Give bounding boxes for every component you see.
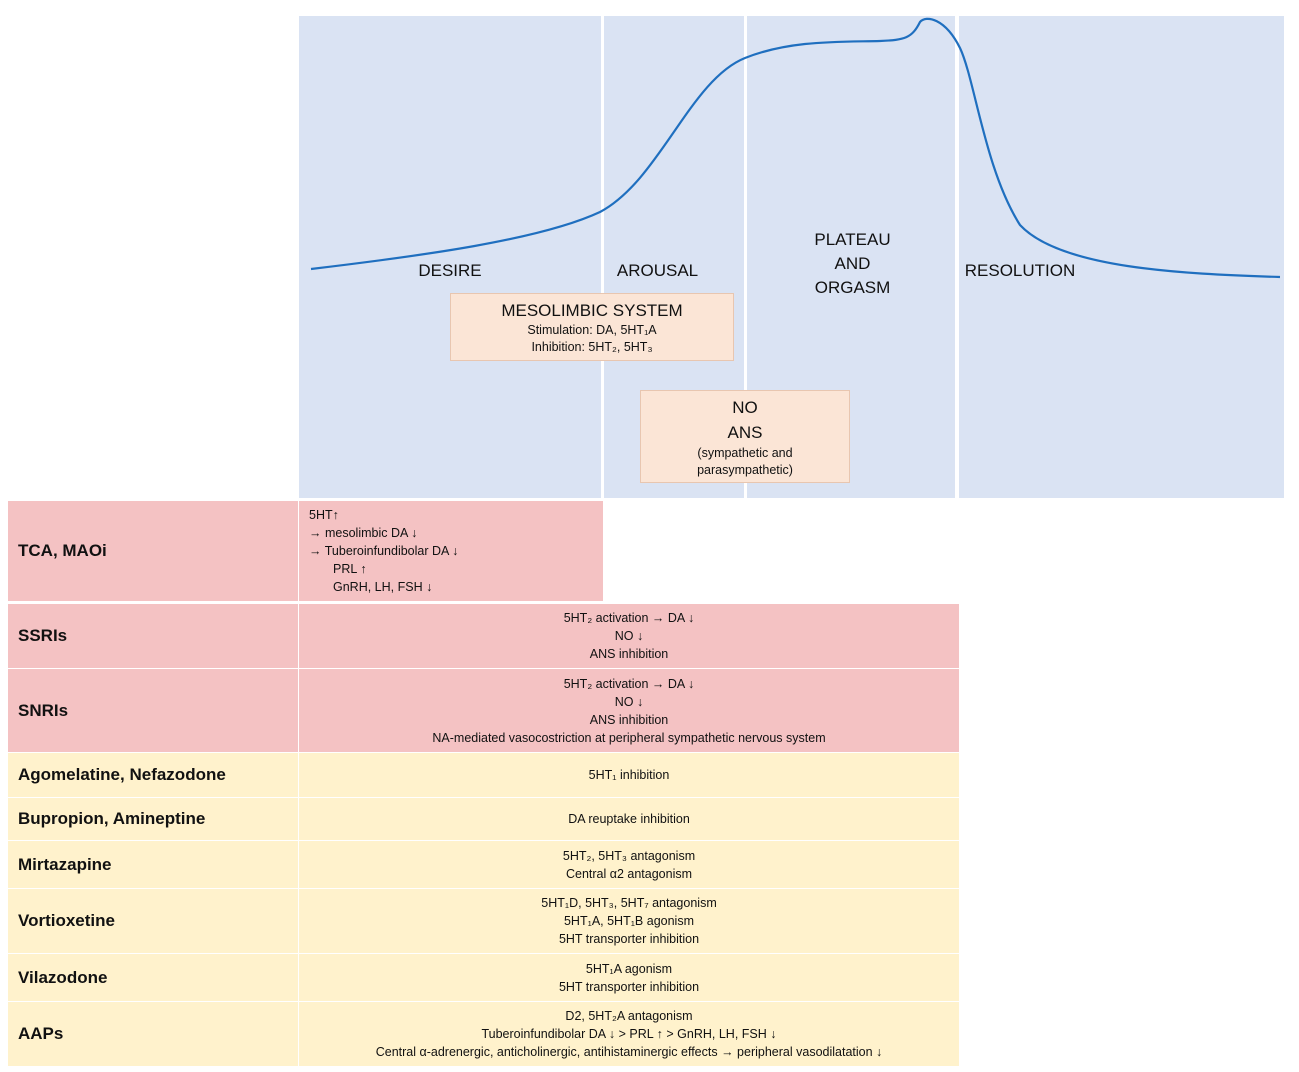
drug-effects: 5HT₁A agonism 5HT transporter inhibition: [299, 954, 959, 1001]
effect-line: NA-mediated vasocostriction at periphera…: [432, 730, 826, 745]
drug-effects: 5HT₂ activation → DA ↓ NO ↓ ANS inhibiti…: [299, 604, 959, 668]
effect-line: 5HT₁A, 5HT₁B agonism: [563, 914, 694, 928]
drug-name: SSRIs: [8, 604, 299, 668]
no-label: NO: [732, 398, 758, 417]
drug-row-vortioxetine: Vortioxetine 5HT₁D, 5HT₃, 5HT₇ antagonis…: [8, 889, 959, 954]
drug-row-snris: SNRIs 5HT₂ activation → DA ↓ NO ↓ ANS in…: [8, 669, 959, 753]
effect-line: → Tuberoinfundibolar DA ↓: [309, 544, 459, 558]
effect-line: 5HT₂ activation → DA ↓: [563, 611, 695, 625]
effect-line: Tuberoinfundibolar DA ↓ > PRL ↑ > GnRH, …: [481, 1027, 777, 1041]
effect-line: 5HT₁A agonism: [585, 961, 673, 976]
effect-line: 5HT₁D, 5HT₃, 5HT₇ antagonism: [541, 896, 717, 910]
phase-label-desire: DESIRE: [418, 261, 482, 280]
drug-row-bupropion: Bupropion, Amineptine DA reuptake inhibi…: [8, 798, 959, 841]
effect-line: 5HT transporter inhibition: [558, 979, 700, 994]
effect-line: ANS inhibition: [589, 647, 669, 661]
drug-effects: 5HT↑ → mesolimbic DA ↓ → Tuberoinfundibo…: [299, 501, 603, 601]
phase-label-plateau-line: ORGASM: [814, 278, 891, 297]
effect-line: → mesolimbic DA ↓: [309, 526, 418, 540]
drug-row-agomelatine: Agomelatine, Nefazodone 5HT₁ inhibition: [8, 753, 959, 798]
mesolimbic-title: MESOLIMBIC SYSTEM: [501, 301, 683, 320]
effect-line: 5HT transporter inhibition: [558, 932, 700, 946]
drug-name: AAPs: [8, 1002, 299, 1066]
phase-label-plateau-line: PLATEAU: [814, 230, 891, 249]
phase-label-arousal: AROUSAL: [616, 261, 699, 280]
drug-name: SNRIs: [8, 669, 299, 752]
drug-name: Bupropion, Amineptine: [8, 798, 299, 840]
effect-line: NO ↓: [614, 629, 644, 643]
effect-line: Central α-adrenergic, anticholinergic, a…: [375, 1045, 883, 1059]
ans-detail: (sympathetic and: [697, 446, 793, 460]
effect-line: 5HT₂, 5HT₃ antagonism: [562, 848, 696, 863]
drug-row-ssris: SSRIs 5HT₂ activation → DA ↓ NO ↓ ANS in…: [8, 604, 959, 669]
response-curve-line: [310, 17, 1281, 279]
drug-name: TCA, MAOi: [8, 501, 299, 601]
drug-row-aaps: AAPs D2, 5HT₂A antagonism Tuberoinfundib…: [8, 1002, 959, 1066]
drug-effects: DA reuptake inhibition: [299, 798, 959, 840]
no-ans-box: NO ANS (sympathetic and parasympathetic): [640, 390, 850, 483]
sexual-response-curve: [310, 17, 1281, 279]
drug-effects: 5HT₁ inhibition: [299, 753, 959, 797]
mesolimbic-system-box: MESOLIMBIC SYSTEM Stimulation: DA, 5HT₁A…: [450, 293, 734, 361]
phase-label-resolution: RESOLUTION: [964, 261, 1076, 280]
effect-line: PRL ↑: [333, 562, 367, 576]
drug-name: Vilazodone: [8, 954, 299, 1001]
effect-line: 5HT₂ activation → DA ↓: [563, 676, 695, 691]
effect-line: GnRH, LH, FSH ↓: [333, 580, 433, 594]
phase-label-plateau-line: AND: [834, 254, 871, 273]
phase-panel-resolution: [959, 16, 1284, 498]
drug-row-vilazodone: Vilazodone 5HT₁A agonism 5HT transporter…: [8, 954, 959, 1002]
drug-effects: 5HT₂, 5HT₃ antagonism Central α2 antagon…: [299, 841, 959, 888]
effect-line: D2, 5HT₂A antagonism: [565, 1009, 693, 1023]
effect-line: 5HT↑: [309, 508, 339, 522]
ans-detail: parasympathetic): [697, 463, 793, 477]
drug-effects: 5HT₂ activation → DA ↓ NO ↓ ANS inhibiti…: [299, 669, 959, 752]
drug-name: Agomelatine, Nefazodone: [8, 753, 299, 797]
effect-line: ANS inhibition: [589, 712, 669, 727]
effect-line: 5HT₁ inhibition: [588, 768, 670, 782]
effect-line: Central α2 antagonism: [565, 866, 693, 881]
mesolimbic-inhibition: Inhibition: 5HT₂, 5HT₃: [531, 340, 653, 354]
mesolimbic-stimulation: Stimulation: DA, 5HT₁A: [527, 323, 657, 337]
drug-effects: D2, 5HT₂A antagonism Tuberoinfundibolar …: [299, 1002, 959, 1066]
drug-row-tca-maoi: TCA, MAOi 5HT↑ → mesolimbic DA ↓ → Tuber…: [8, 501, 603, 602]
drug-effects: 5HT₁D, 5HT₃, 5HT₇ antagonism 5HT₁A, 5HT₁…: [299, 889, 959, 953]
phase-panel-desire: [299, 16, 601, 498]
drug-row-mirtazapine: Mirtazapine 5HT₂, 5HT₃ antagonism Centra…: [8, 841, 959, 889]
ans-label: ANS: [727, 423, 763, 442]
phase-label-plateau: PLATEAU AND ORGASM: [790, 228, 915, 300]
drug-name: Mirtazapine: [8, 841, 299, 888]
effect-line: DA reuptake inhibition: [568, 812, 690, 826]
drug-name: Vortioxetine: [8, 889, 299, 953]
effect-line: NO ↓: [614, 694, 644, 709]
